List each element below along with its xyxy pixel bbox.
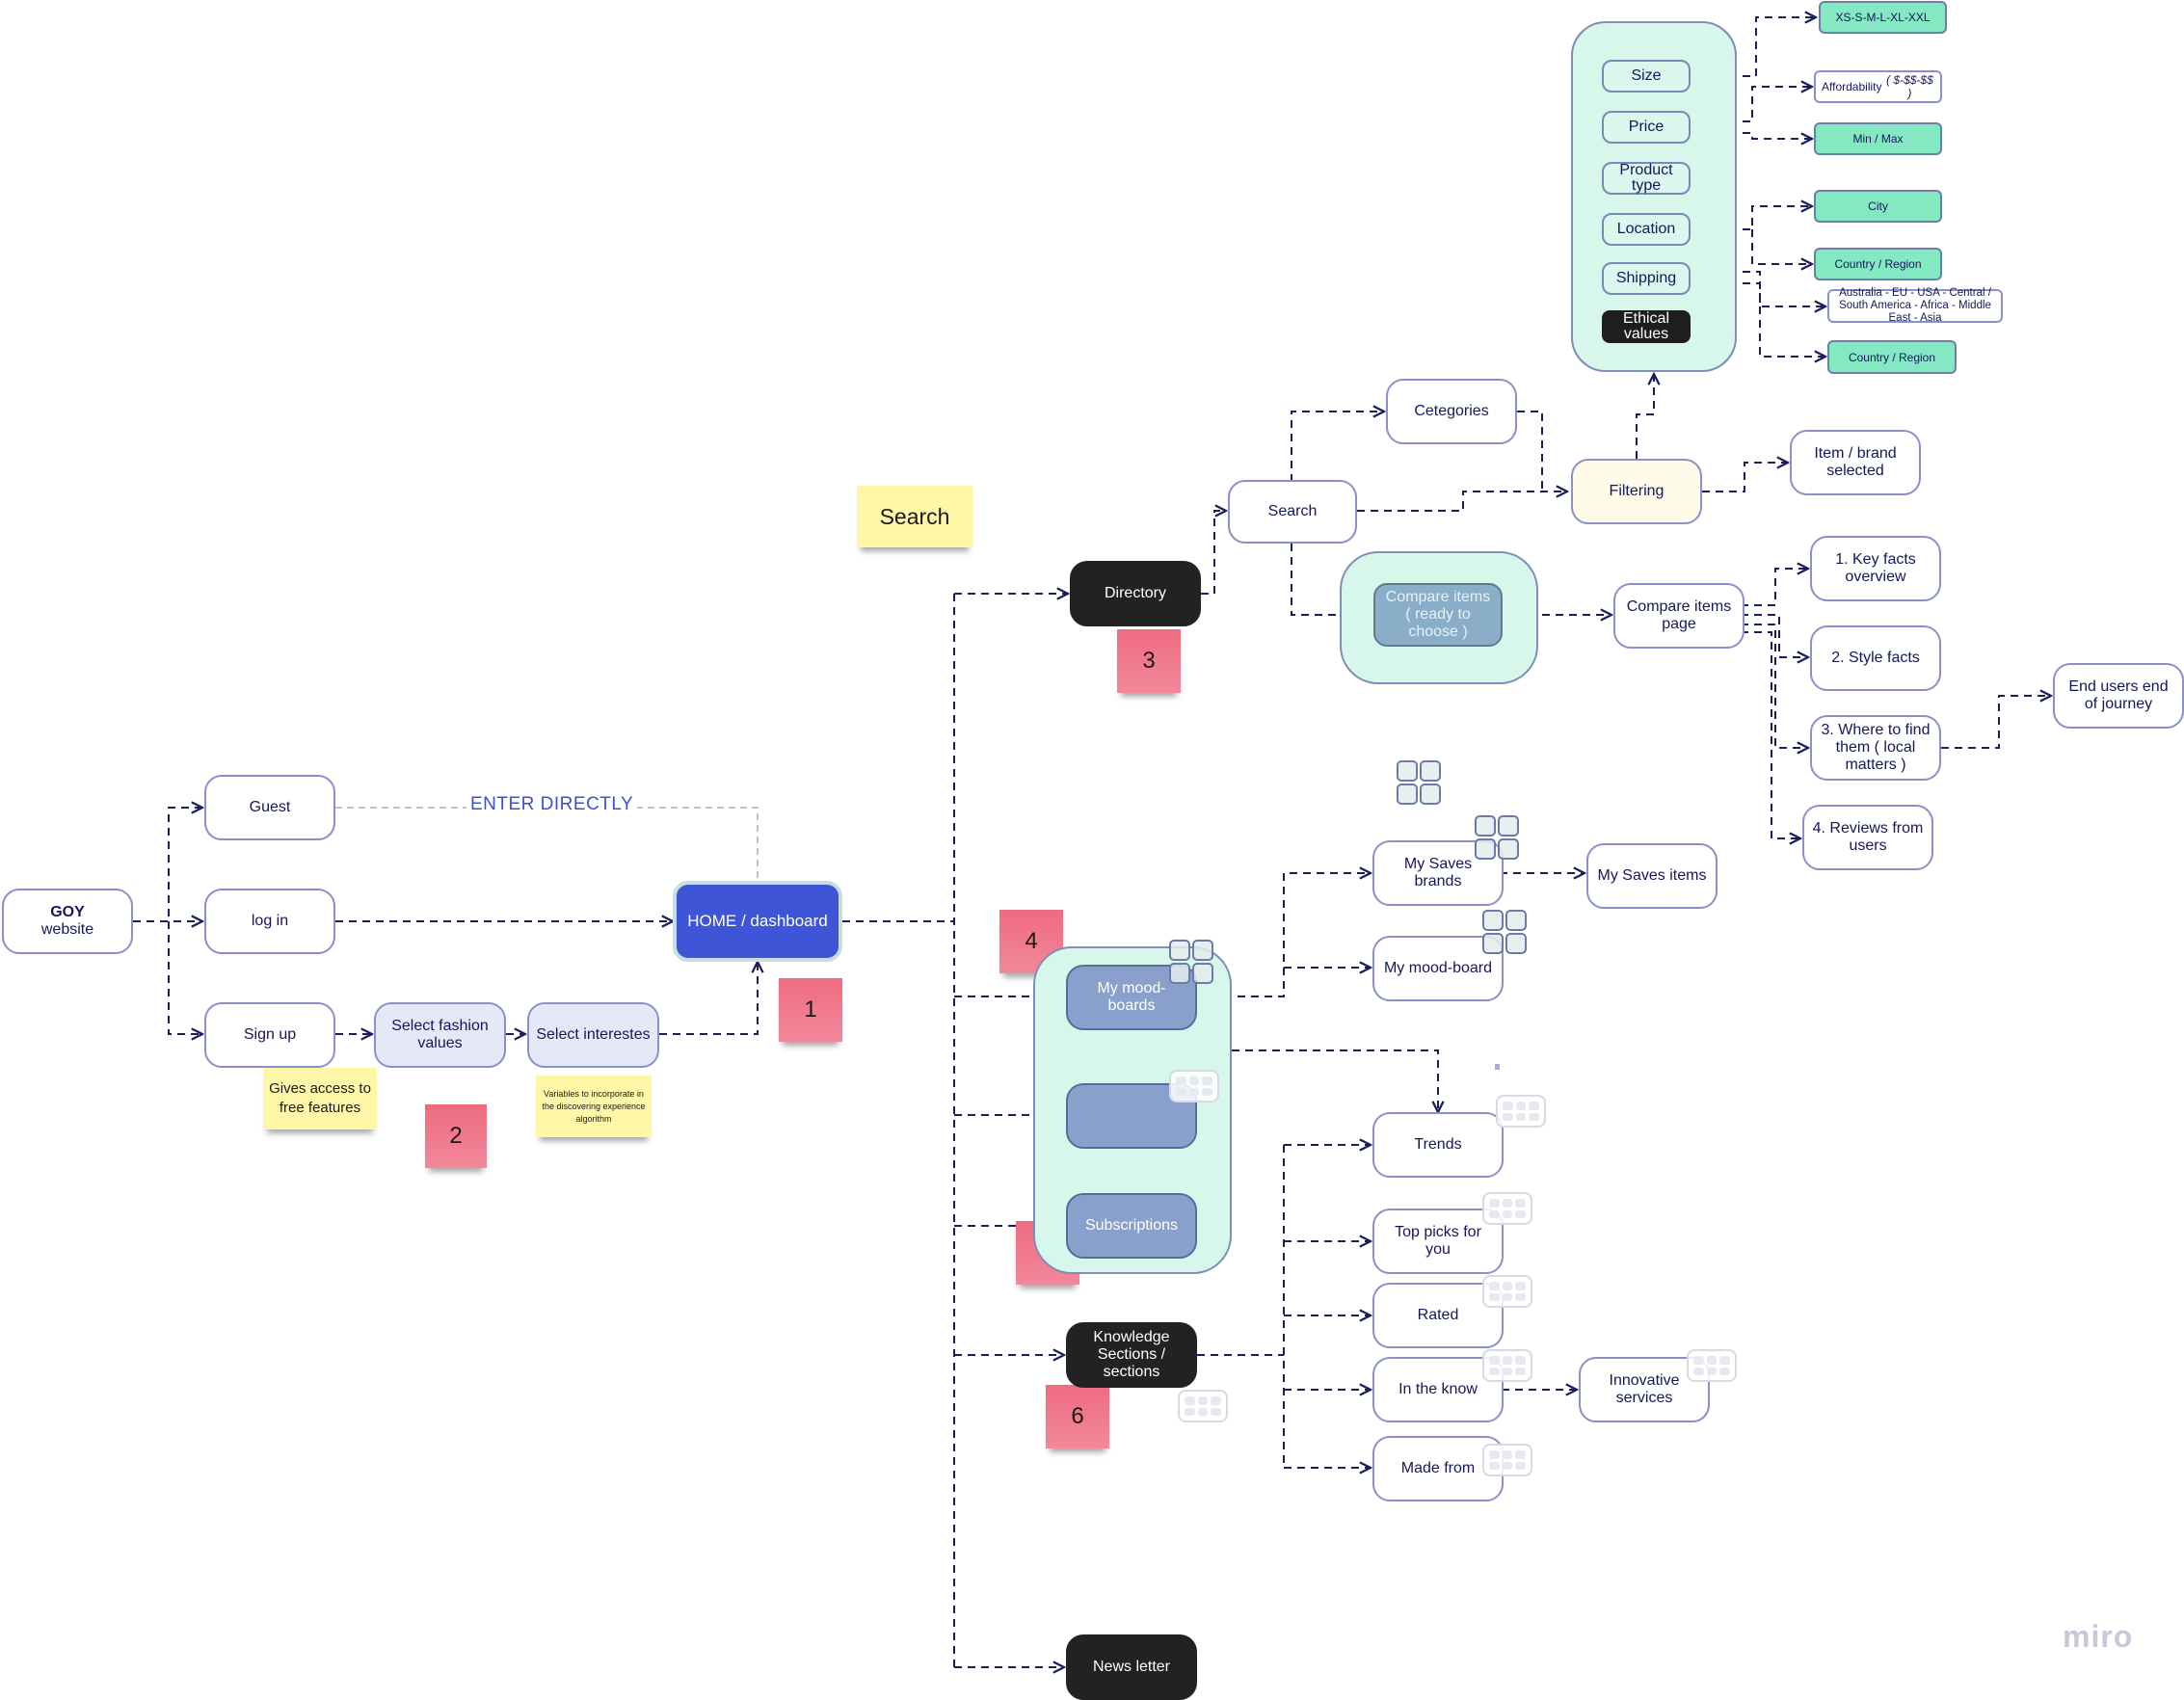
connector [1741,624,1808,748]
select-fashion-values-node[interactable]: Select fashion values [374,1002,506,1068]
compare-section-reviews[interactable]: 4. Reviews from users [1802,805,1933,870]
filter-shipping[interactable]: Shipping [1602,262,1691,295]
grid-widget-icon[interactable] [1397,760,1441,805]
connector [659,962,758,1035]
signup-node[interactable]: Sign up [204,1002,335,1068]
shipping-country-node[interactable]: Country / Region [1827,340,1957,374]
saves-items-node[interactable]: My Saves items [1586,843,1718,909]
grid-widget-icon[interactable] [1169,940,1213,984]
sticky-number-6[interactable]: 6 [1046,1385,1109,1448]
mood-board-node[interactable]: My mood-board [1372,936,1504,1001]
grid-widget-icon[interactable] [1482,1192,1532,1225]
filtering-node[interactable]: Filtering [1571,459,1702,524]
categories-node[interactable]: Cetegories [1386,379,1517,444]
filter-location[interactable]: Location [1602,213,1691,246]
grid-widget-icon[interactable] [1687,1349,1737,1382]
connector [1741,631,1800,838]
size-options-node[interactable]: XS-S-M-L-XL-XXL [1819,1,1947,34]
connector [1941,696,2051,749]
location-city-node[interactable]: City [1814,190,1942,223]
connector [1741,614,1808,657]
login-node[interactable]: log in [204,889,335,954]
price-affordability-node[interactable]: Affordability ( $-$$-$$ ) [1814,70,1942,103]
select-interests-node[interactable]: Select interestes [527,1002,659,1068]
affordability-label: Affordability [1822,80,1882,93]
filter-product-type[interactable]: Product type [1602,162,1691,195]
made-from-node[interactable]: Made from [1372,1436,1504,1501]
compare-ready-node[interactable]: Compare items ( ready to choose ) [1373,583,1503,647]
connector [1636,374,1654,459]
sticky-search[interactable]: Search [857,486,972,547]
enter-directly-line [335,807,759,881]
directory-node[interactable]: Directory [1070,561,1201,626]
in-the-know-node[interactable]: In the know [1372,1357,1504,1422]
connector [1702,463,1788,492]
affordability-scale: ( $-$$-$$ ) [1886,73,1933,100]
compare-section-where-to-find[interactable]: 3. Where to find them ( local matters ) [1810,715,1941,781]
grid-widget-icon[interactable] [1496,1095,1546,1128]
connector [1201,511,1226,595]
rated-node[interactable]: Rated [1372,1283,1504,1348]
sticky-number-2[interactable]: 2 [425,1104,487,1168]
connector [1741,569,1808,606]
connector [1751,229,1812,264]
price-minmax-node[interactable]: Min / Max [1814,122,1942,155]
miro-logo: miro [2063,1619,2134,1654]
sticky-number-1[interactable]: 1 [779,978,842,1042]
filter-ethical-values[interactable]: Ethical values [1602,310,1691,343]
sticky-gives-access[interactable]: Gives access to free features [263,1068,377,1129]
location-country-node[interactable]: Country / Region [1814,248,1942,280]
filter-size[interactable]: Size [1602,60,1691,93]
goy-subtitle: website [40,921,94,938]
newsletter-node[interactable]: News letter [1066,1634,1197,1700]
goy-title: GOY [50,904,85,920]
grid-widget-icon[interactable] [1482,910,1527,954]
connector [168,921,202,1034]
connector [1291,412,1384,482]
home-dashboard-node[interactable]: HOME / dashboard [673,881,842,962]
compare-section-style-facts[interactable]: 2. Style facts [1810,625,1941,691]
goy-website-node[interactable]: GOY website [2,889,133,954]
search-node[interactable]: Search [1228,480,1357,544]
grid-widget-icon[interactable] [1169,1070,1219,1102]
guest-node[interactable]: Guest [204,775,335,840]
connector [1517,411,1543,491]
grid-widget-icon[interactable] [1178,1390,1228,1422]
shipping-regions-node[interactable]: Australia - EU - USA - Central / South A… [1827,287,2003,324]
connector [133,808,202,922]
top-picks-node[interactable]: Top picks for you [1372,1209,1504,1274]
compare-page-node[interactable]: Compare items page [1613,583,1745,649]
end-of-journey-node[interactable]: End users end of journey [2053,663,2184,729]
grid-widget-icon[interactable] [1482,1275,1532,1308]
enter-directly-label: ENTER DIRECTLY [466,794,638,815]
trends-node[interactable]: Trends [1372,1112,1504,1178]
sticky-variables[interactable]: Variables to incorporate in the discover… [536,1076,652,1137]
connector [1357,491,1567,512]
item-brand-selected-node[interactable]: Item / brand selected [1790,430,1921,495]
grid-widget-icon[interactable] [1482,1444,1532,1476]
knowledge-sections-node[interactable]: Knowledge Sections / sections [1066,1322,1197,1388]
grid-widget-icon[interactable] [1482,1349,1532,1382]
filter-price[interactable]: Price [1602,111,1691,144]
grid-widget-icon[interactable] [1475,815,1519,860]
subscriptions-node[interactable]: Subscriptions [1066,1193,1197,1259]
stray-dot [1495,1064,1500,1070]
sticky-number-3[interactable]: 3 [1117,629,1181,693]
compare-section-key-facts[interactable]: 1. Key facts overview [1810,536,1941,601]
